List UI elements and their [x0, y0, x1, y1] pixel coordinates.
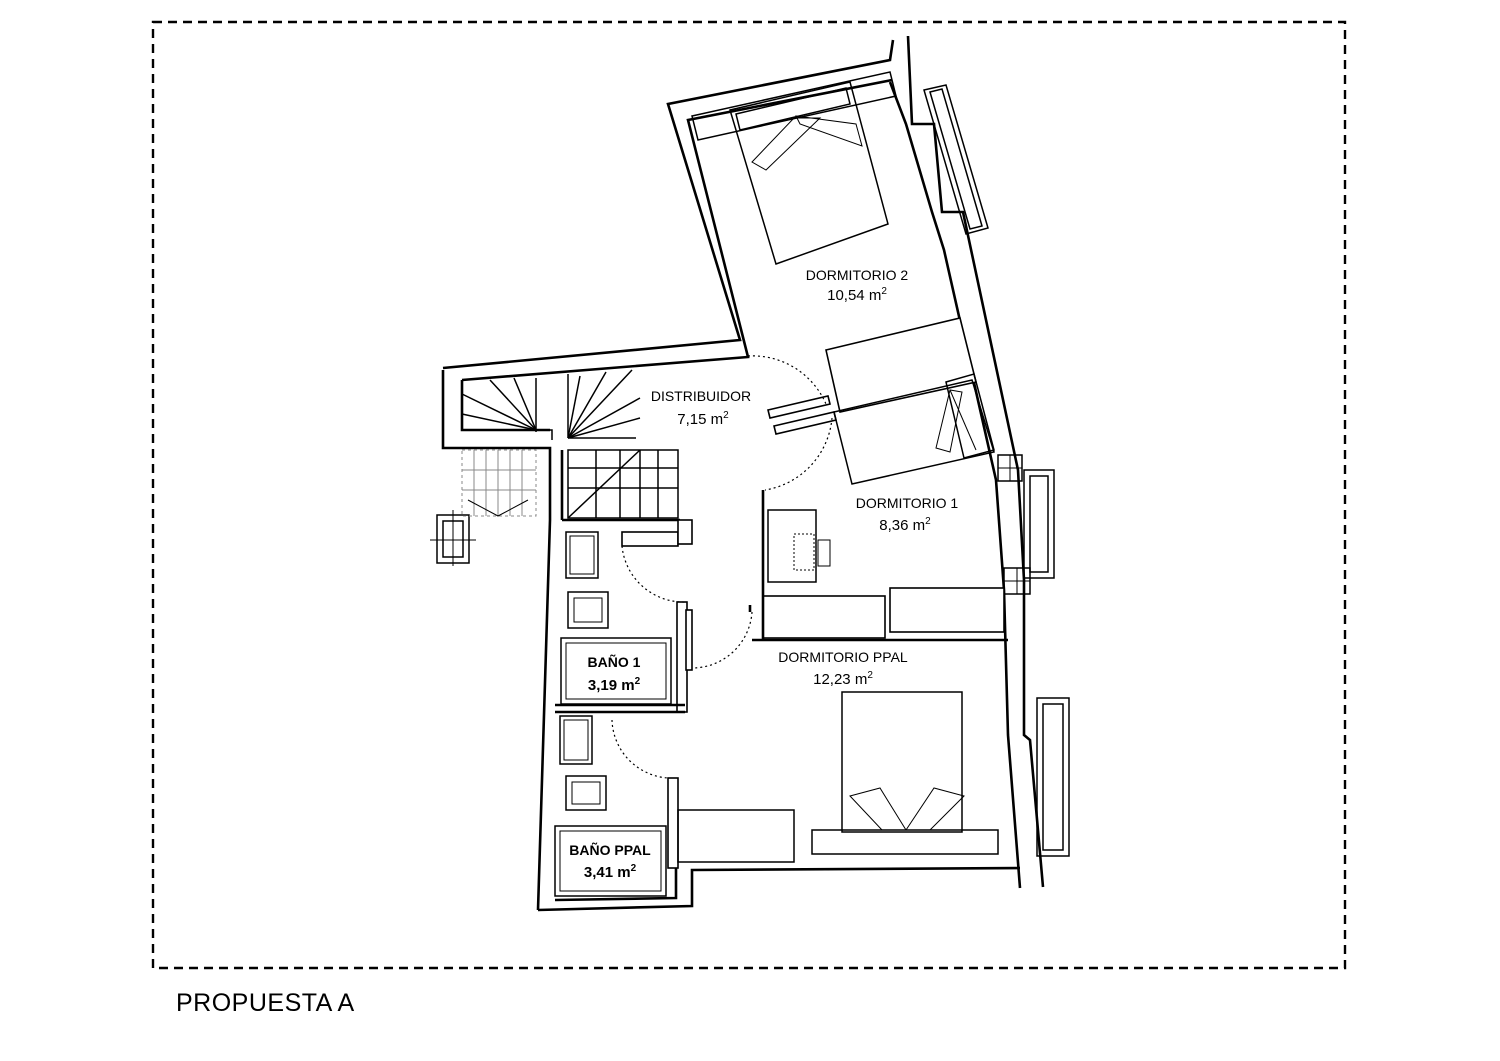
room-name: DORMITORIO PPAL	[778, 649, 908, 665]
interior-walls	[555, 317, 1008, 869]
room-label-dormitorio-2: DORMITORIO 2 10,54 m2	[806, 267, 909, 304]
window-dormitorio-1	[1023, 469, 1055, 579]
room-area: 3,41 m2	[584, 863, 637, 881]
exterior-walls	[441, 35, 1045, 912]
room-label-distribuidor: DISTRIBUIDOR 7,15 m2	[651, 388, 751, 428]
bed-dormitorio-1	[833, 373, 995, 485]
room-area: 10,54 m2	[827, 286, 887, 304]
room-name: DORMITORIO 1	[856, 495, 959, 511]
room-name: BAÑO 1	[588, 653, 641, 670]
bed-dormitorio-ppal	[811, 691, 999, 855]
doors	[611, 355, 833, 779]
bed-dormitorio-2	[691, 71, 897, 265]
staircase	[461, 369, 679, 519]
columns	[430, 454, 1031, 595]
room-area: 3,19 m2	[588, 676, 641, 694]
room-label-bano-1: BAÑO 1 3,19 m2	[588, 653, 641, 694]
wardrobe-dormitorio-ppal	[677, 809, 795, 863]
window-dormitorio-ppal	[1036, 697, 1070, 857]
room-label-dormitorio-1: DORMITORIO 1 8,36 m2	[856, 495, 959, 534]
drawing-title: PROPUESTA A	[176, 989, 355, 1017]
fixtures-bano-1	[560, 531, 672, 705]
room-label-bano-ppal: BAÑO PPAL 3,41 m2	[569, 841, 651, 881]
site-boundary	[151, 20, 1347, 970]
room-area: 8,36 m2	[879, 516, 931, 534]
room-name: DORMITORIO 2	[806, 267, 909, 283]
room-area: 12,23 m2	[813, 670, 873, 688]
room-name: BAÑO PPAL	[569, 841, 651, 858]
window-dormitorio-2	[923, 84, 989, 235]
room-label-dormitorio-ppal: DORMITORIO PPAL 12,23 m2	[778, 649, 908, 688]
desk-dormitorio-1	[767, 509, 831, 583]
room-area: 7,15 m2	[677, 410, 729, 428]
room-name: DISTRIBUIDOR	[651, 388, 751, 404]
fixtures-bano-ppal	[554, 715, 667, 897]
